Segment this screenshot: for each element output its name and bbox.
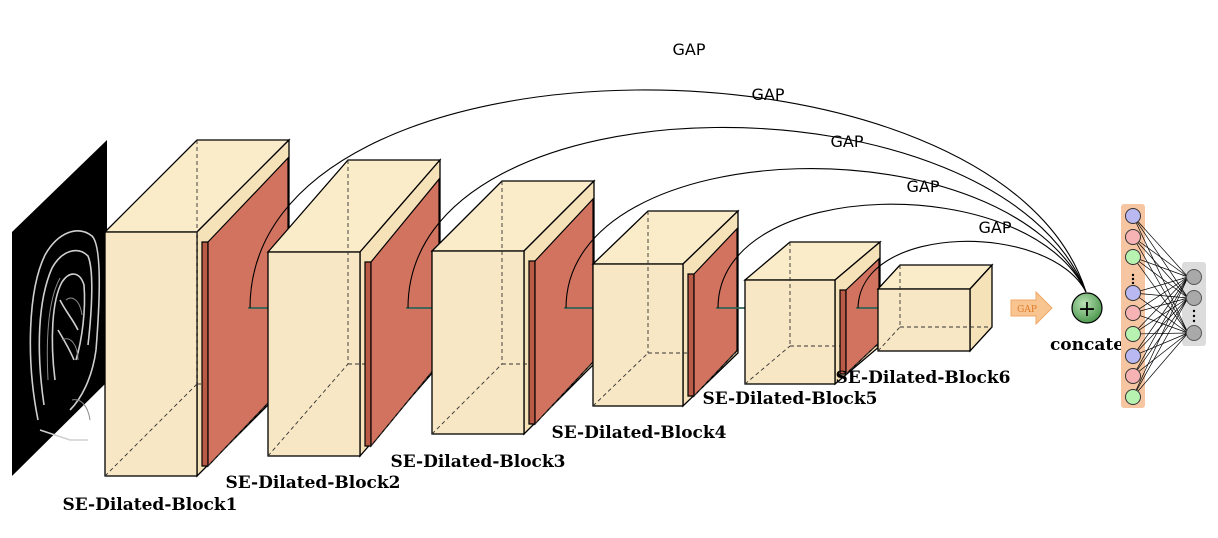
ellipsis-dot	[1192, 314, 1196, 318]
fc-connection	[1132, 292, 1189, 334]
fc-connection	[1132, 297, 1189, 398]
block-front-face	[877, 288, 971, 352]
input-neuron	[1125, 305, 1141, 321]
gap-label-1: GAP	[673, 40, 706, 59]
se-dilated-block-2	[266, 158, 472, 458]
gap-curve-1	[249, 89, 1087, 309]
input-neuron	[1125, 285, 1141, 301]
input-neuron	[1125, 229, 1141, 245]
gap-label-2: GAP	[752, 85, 785, 104]
fc-connection	[1132, 276, 1189, 377]
block-front-face	[104, 231, 198, 477]
fc-connection	[1132, 276, 1189, 398]
block-label-6: SE-Dilated-Block6	[835, 368, 1010, 388]
block-front-face	[267, 251, 361, 457]
gap-curve-3	[565, 168, 1087, 309]
block-label-2: SE-Dilated-Block2	[225, 473, 400, 493]
block-label-4: SE-Dilated-Block4	[551, 423, 726, 443]
gap-labels: GAP GAP GAP GAP GAP	[673, 40, 1012, 237]
gap-connections	[249, 89, 1087, 309]
gap-arrow-box: GAP	[1010, 290, 1053, 326]
concat-label: concate	[1050, 335, 1124, 355]
input-neuron	[1125, 249, 1141, 265]
block-label-3: SE-Dilated-Block3	[390, 452, 565, 472]
gap-label-4: GAP	[907, 177, 940, 196]
fc-connection	[1132, 276, 1189, 335]
se-dilated-block-6	[876, 263, 994, 353]
fc-connection	[1132, 256, 1189, 299]
fc-connection	[1132, 332, 1189, 377]
output-neuron	[1186, 290, 1202, 306]
fully-connected-layer	[1121, 204, 1206, 408]
se-dilated-block-4	[591, 209, 782, 408]
fc-connection	[1132, 332, 1189, 335]
concat-symbol: +	[1078, 297, 1096, 322]
fc-connection	[1132, 276, 1189, 314]
ellipsis-dot	[1192, 319, 1196, 323]
output-neuron	[1186, 325, 1202, 341]
input-neuron	[1125, 208, 1141, 224]
input-mri-image	[12, 140, 107, 476]
block-label-5: SE-Dilated-Block5	[702, 389, 877, 409]
input-neuron	[1125, 326, 1141, 342]
block-labels: SE-Dilated-Block1 SE-Dilated-Block2 SE-D…	[62, 368, 1010, 515]
ellipsis-dot	[1131, 277, 1135, 281]
feature-map-5	[839, 257, 880, 376]
fc-connection	[1132, 276, 1189, 294]
fc-connection	[1132, 256, 1189, 278]
ellipsis-dot	[1131, 273, 1135, 277]
fc-connection	[1132, 332, 1189, 398]
gap-label-5: GAP	[979, 218, 1012, 237]
concat-node: + concate	[1050, 292, 1124, 355]
input-neuron	[1125, 389, 1141, 405]
feature-map-4	[687, 227, 738, 398]
feature-map-2	[364, 177, 440, 448]
fc-connection	[1132, 312, 1189, 334]
ellipsis-dot	[1131, 281, 1135, 285]
fc-connection	[1132, 332, 1189, 357]
input-neuron	[1125, 348, 1141, 364]
fc-connection	[1132, 236, 1189, 299]
se-dilated-block-3	[430, 179, 630, 436]
gap-label-3: GAP	[831, 132, 864, 151]
ellipsis-dot	[1192, 309, 1196, 313]
fc-connection	[1132, 215, 1189, 334]
gap-curve-5	[857, 240, 1087, 309]
block-front-face	[431, 250, 525, 435]
fc-connection	[1132, 215, 1189, 278]
fc-connection	[1132, 276, 1189, 357]
gap-curve-4	[717, 203, 1087, 309]
block-front-face	[744, 279, 836, 385]
input-neuron	[1125, 368, 1141, 384]
output-neuron	[1186, 269, 1202, 285]
fc-connection	[1132, 236, 1189, 278]
gap-box-label: GAP	[1017, 305, 1037, 315]
block-front-face	[592, 263, 684, 407]
gap-curve-2	[407, 126, 1087, 309]
se-dilated-block-5	[743, 240, 922, 386]
block-label-1: SE-Dilated-Block1	[62, 495, 237, 515]
